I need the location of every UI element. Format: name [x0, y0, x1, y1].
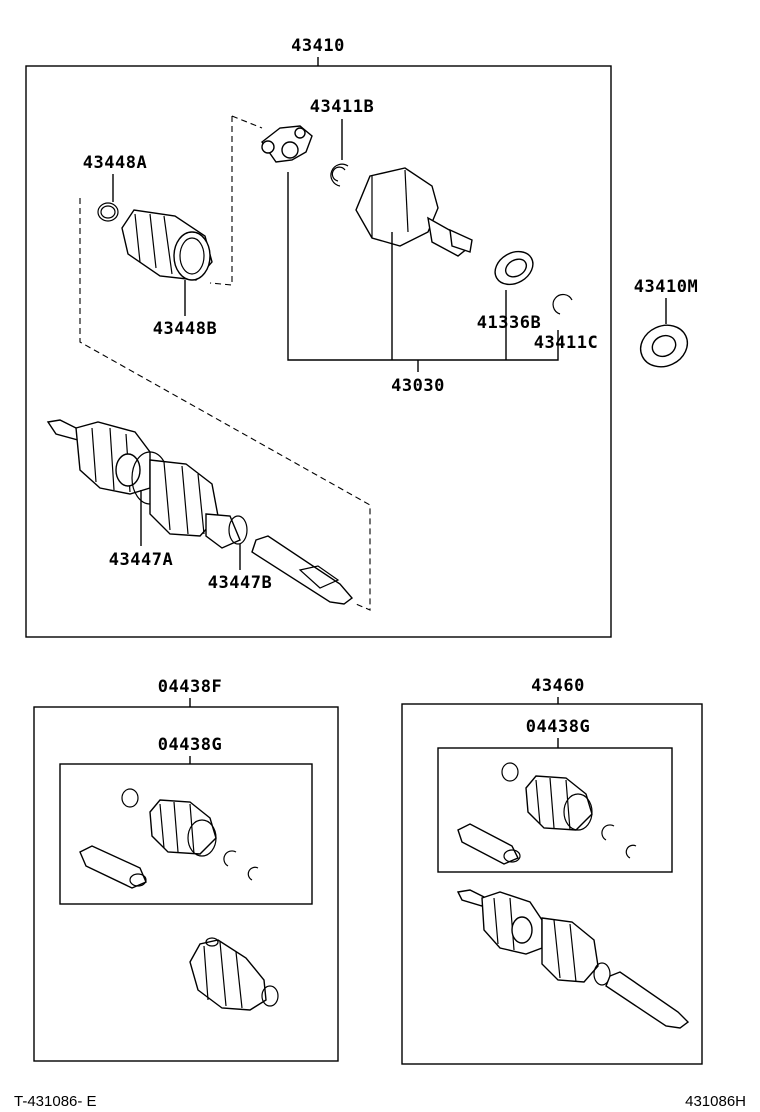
dust-seal-41336b — [494, 250, 534, 286]
label-43410: 43410 — [291, 36, 345, 56]
label-43030: 43030 — [391, 376, 445, 396]
boot-left-loose — [189, 937, 279, 1011]
kit-box-04438g-right — [437, 747, 673, 873]
label-43448b: 43448B — [153, 319, 217, 339]
kit-box-04438g-left — [59, 763, 313, 905]
label-43448a: 43448A — [83, 153, 147, 173]
label-04438f: 04438F — [158, 677, 222, 697]
footer-left-code: T-431086- E — [14, 1093, 97, 1110]
inboard-joint-housing — [355, 167, 473, 257]
snap-ring-43411c — [552, 293, 573, 315]
outboard-shaft-assembly — [46, 419, 354, 605]
label-43410m: 43410M — [634, 277, 698, 297]
footer-right-code: 431086H — [685, 1093, 746, 1110]
label-43411b: 43411B — [310, 97, 374, 117]
boot-43448b — [121, 209, 213, 281]
boot-kit-left-parts — [79, 788, 259, 889]
boot-kit-right-parts — [457, 762, 637, 865]
label-41336b: 41336B — [477, 313, 541, 333]
oil-seal-43410m — [639, 324, 689, 368]
tripod-joint — [261, 125, 313, 163]
label-43411c: 43411C — [534, 333, 598, 353]
boot-clamp-43448a — [97, 202, 119, 222]
shaft-assembly-right — [456, 889, 690, 1029]
label-43460: 43460 — [531, 676, 585, 696]
kit-box-04438f — [33, 706, 339, 1062]
assembly-box-43460 — [401, 703, 703, 1065]
label-43447a: 43447A — [109, 550, 173, 570]
snap-ring-43411b — [330, 163, 349, 187]
label-04438g-right: 04438G — [526, 717, 590, 737]
label-43447b: 43447B — [208, 573, 272, 593]
label-04438g-left: 04438G — [158, 735, 222, 755]
